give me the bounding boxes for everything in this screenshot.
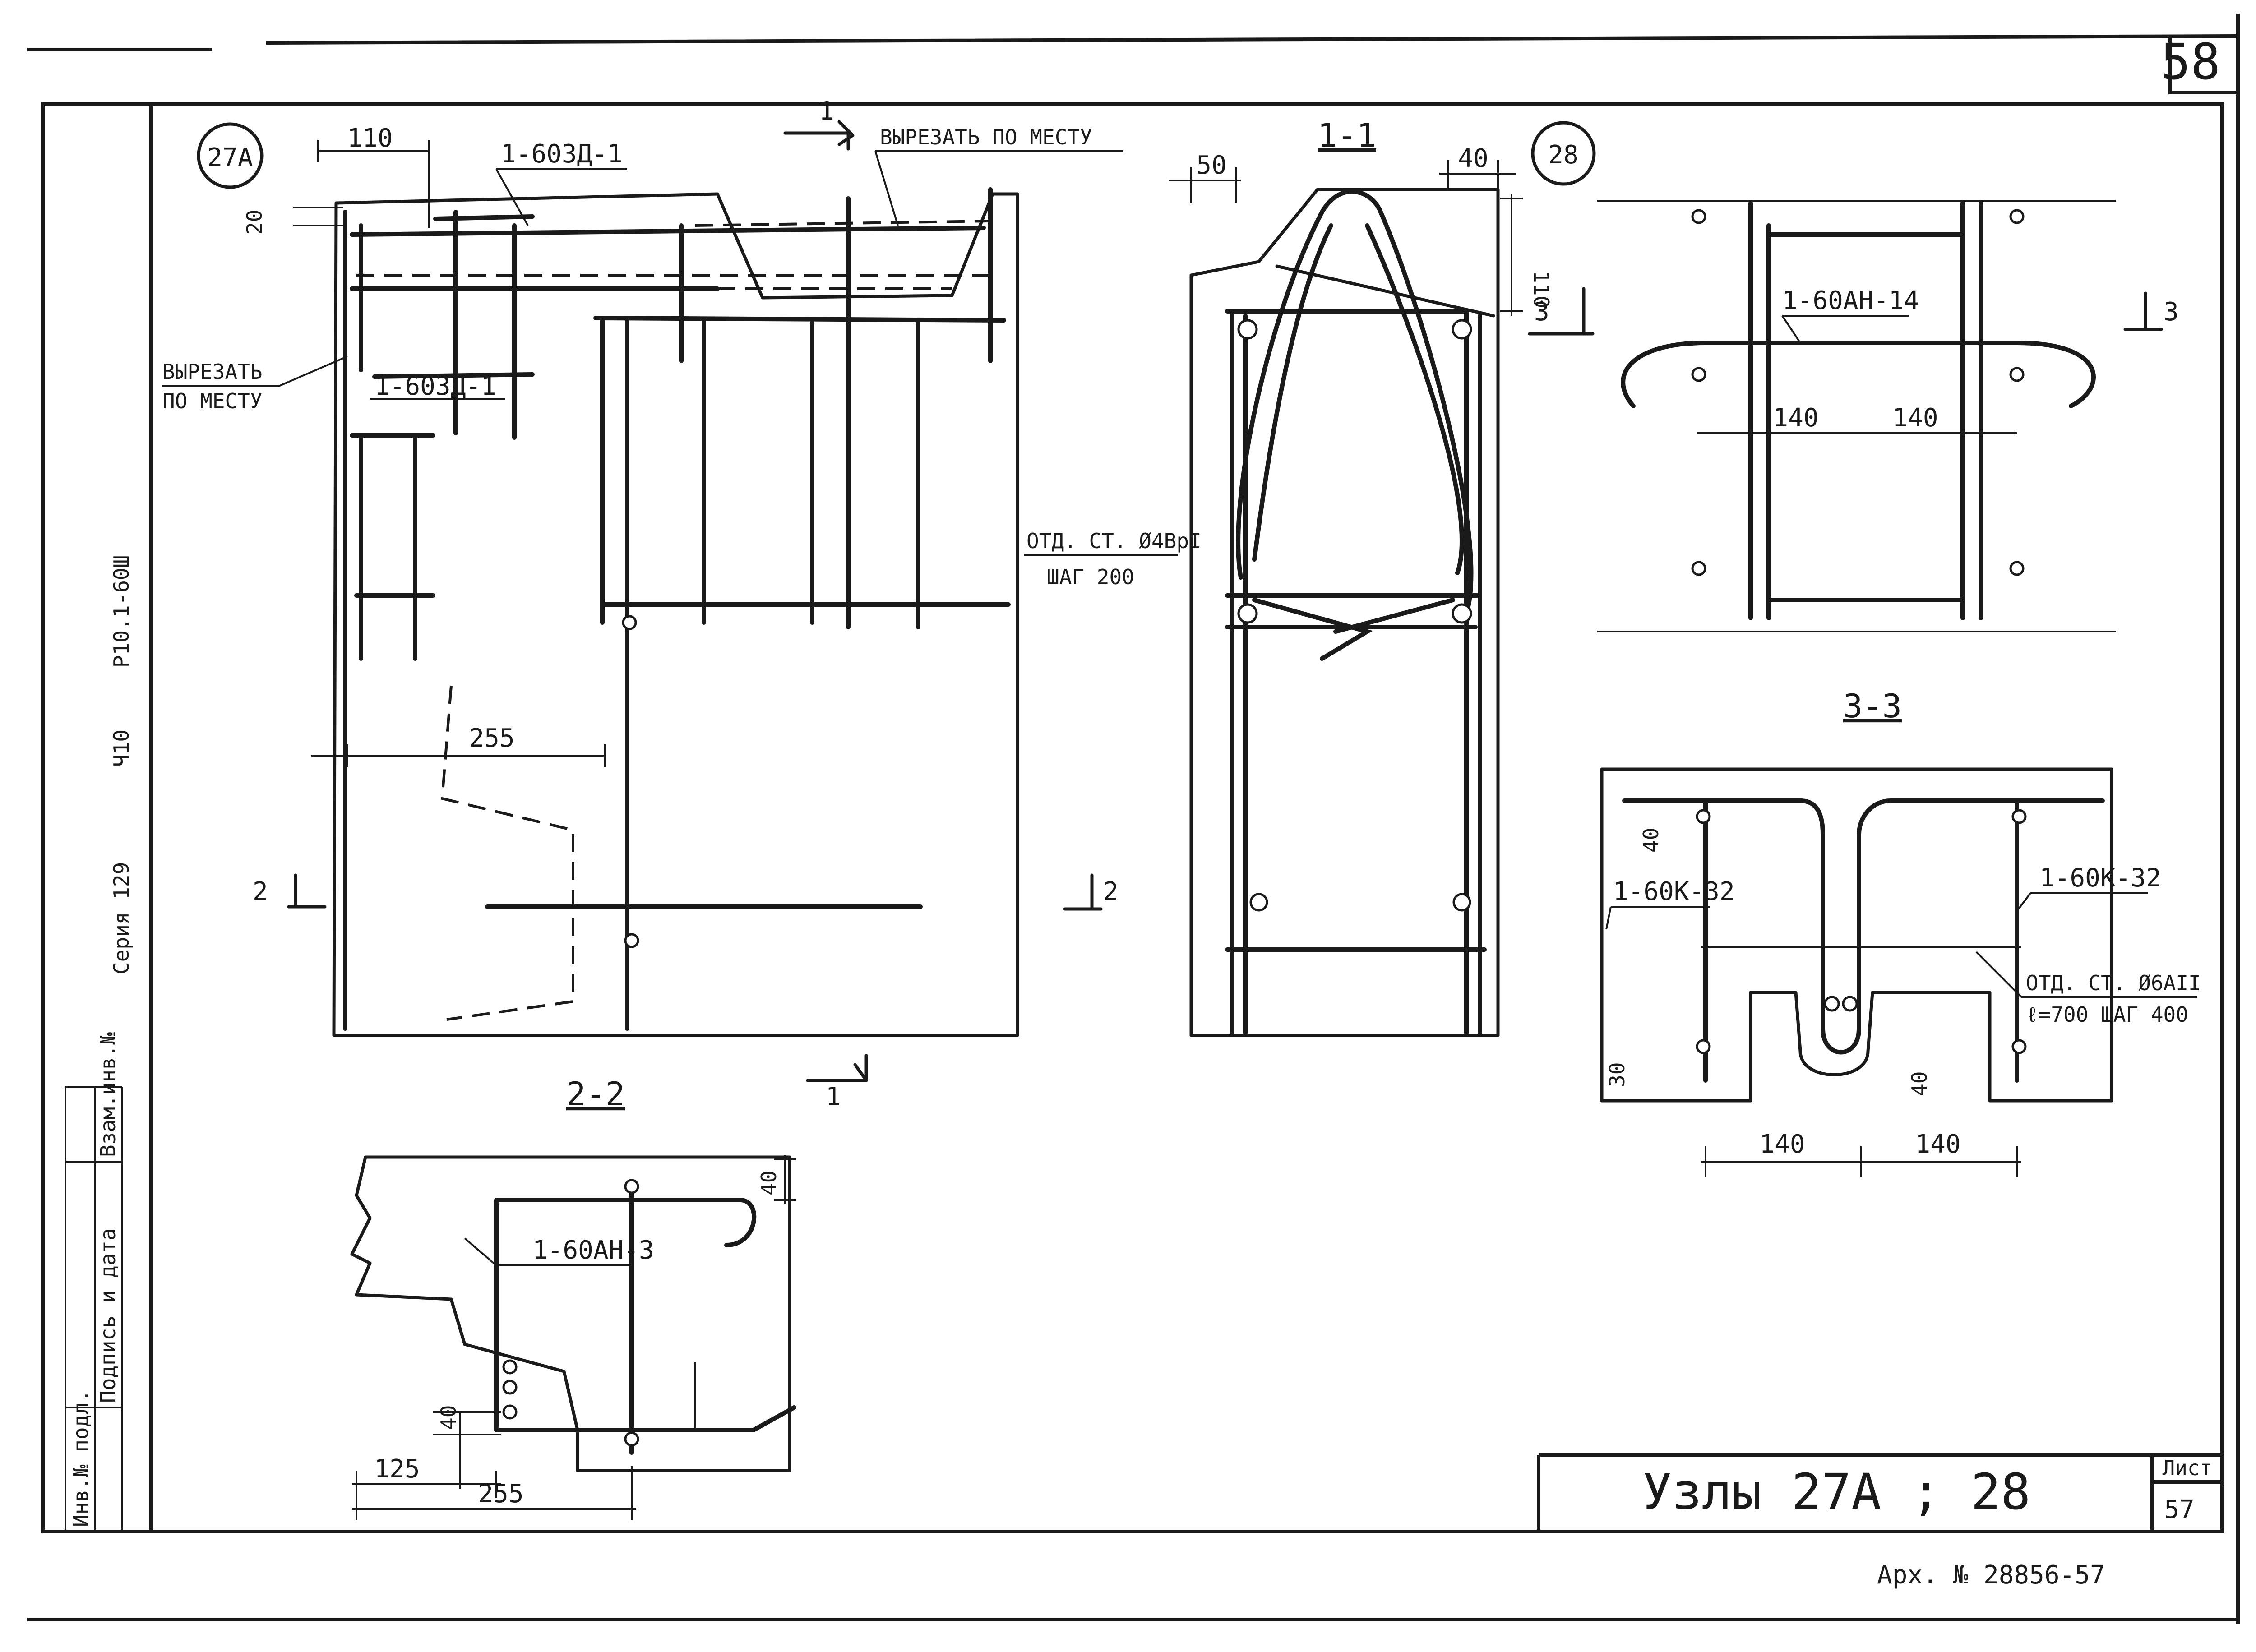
dim-28-140-left: 140 [1773,403,1818,433]
sheet-number: 57 [2164,1495,2194,1524]
dim-27a-110: 110 [347,124,393,153]
dim-1-1-side: 110 [1529,271,1553,308]
sheet-label: Лист [2163,1456,2213,1480]
marker-2-left: 2 [253,877,268,906]
dim-28-140-right: 140 [1892,403,1938,433]
dim-27a-20: 20 [242,210,267,235]
label-3-3-right: 1-60К-32 [2039,863,2161,893]
marker-1-top: 1 [819,97,834,126]
dim-3-3-30: 30 [1605,1062,1629,1087]
section-2-2-drawing: 2-2 1-60АН-3 40 40 125 255 [350,1075,796,1520]
note-cut-left-1: ВЫРЕЗАТЬ [162,360,263,384]
node-28-badge-label: 28 [1548,140,1578,170]
side-code: Р10.1-60Ш [109,555,134,668]
stamp-replaced-inv: Взам.инв.№ [96,1032,120,1157]
node-27a-badge [197,122,264,189]
marker-2-right: 2 [1103,877,1119,906]
dim-3-3-40: 40 [1639,828,1663,853]
rebar-3-3-line-1: ОТД. СТ. Ø6АII [2026,971,2201,995]
label-3-3-left: 1-60К-32 [1613,877,1735,906]
section-1-1-drawing: 1-1 50 40 110 [1169,116,1553,1037]
stamp-inv-no: Инв.№ подл. [69,1389,93,1527]
node-28-drawing: 28 1-60АН-14 140 140 3 3 [1528,121,2179,632]
label-27a-mid: 1-60ЗД-1 [374,372,496,401]
dim-27a-255: 255 [469,724,514,753]
dim-2-2-40-bottom: 40 [436,1405,461,1430]
marker-3-right: 3 [2164,297,2179,327]
page-number-top: 58 [2161,33,2220,91]
rebar-27a-line-1: ОТД. СТ. Ø4ВрI [1026,529,1202,553]
side-notes: Серия 129 Ч10 Р10.1-60Ш Инв.№ подл. Подп… [69,555,134,1527]
section-2-2-title: 2-2 [566,1075,625,1113]
node-28-badge [1531,121,1596,186]
note-cut-top: ВЫРЕЗАТЬ ПО МЕСТУ [880,125,1092,149]
rebar-27a-line-2: ШАГ 200 [1047,565,1134,589]
dim-3-3-140-left: 140 [1759,1130,1805,1159]
side-series: Серия 129 [109,862,134,974]
dim-1-1-40: 40 [1458,144,1488,173]
archive-number: Арх. № 28856-57 [1877,1560,2105,1590]
node-27a-badge-label: 27А [207,143,253,172]
dim-2-2-125: 125 [374,1454,420,1484]
rebar-3-3-line-2: ℓ=700 ШАГ 400 [2026,1002,2188,1027]
dim-2-2-40-top: 40 [757,1171,781,1195]
drawing-title: Узлы 27А ; 28 [1642,1463,2031,1521]
marker-3-left: 3 [1534,297,1549,327]
label-27a-top: 1-60ЗД-1 [501,139,623,169]
marker-1-bottom: 1 [826,1082,841,1112]
label-28-top: 1-60АН-14 [1782,286,1919,315]
node-27a-drawing: 27А 110 20 255 1-60ЗД-1 1-60ЗД-1 ВЫРЕЗ [162,97,1202,1112]
stamp-signature-date: Подпись и дата [96,1228,120,1403]
side-issue: Ч10 [109,729,134,767]
section-3-3-drawing: 3-3 40 30 40 1-60К-32 1-60К-32 ОТД. СТ. … [1600,687,2201,1177]
note-cut-left-2: ПО МЕСТУ [162,389,263,413]
label-2-2: 1-60АН-3 [532,1236,654,1265]
section-3-3-title: 3-3 [1843,687,1902,725]
section-1-1-title: 1-1 [1318,116,1376,154]
sheet-frame [27,14,2240,1624]
dim-3-3-40b: 40 [1907,1071,1932,1096]
dim-3-3-140-right: 140 [1915,1130,1960,1159]
dim-1-1-50: 50 [1196,151,1226,180]
dim-2-2-255: 255 [478,1479,523,1509]
